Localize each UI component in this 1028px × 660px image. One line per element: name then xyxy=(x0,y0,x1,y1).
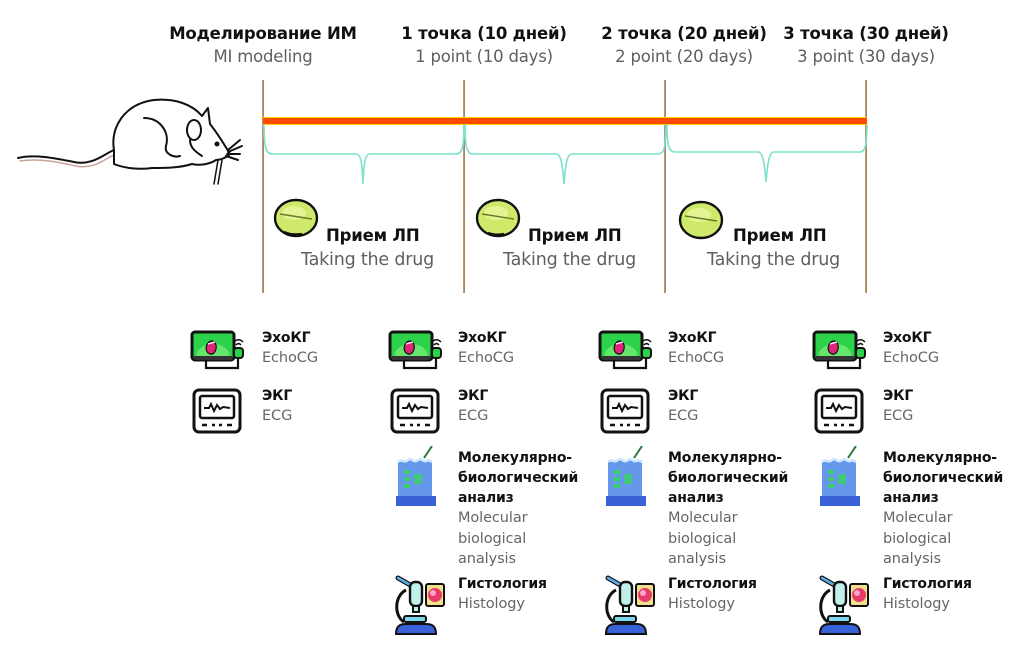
timeline-bar xyxy=(263,118,867,124)
drug-label-ru: Прием ЛП xyxy=(733,226,827,245)
exam-label-en: EchoCG xyxy=(883,350,939,366)
exam-label-ru: Гистология xyxy=(668,576,757,592)
exam-label-ru: ЭхоКГ xyxy=(883,330,932,346)
echocardiograph-icon xyxy=(388,330,448,376)
exam-label-en: Molecular biological analysis xyxy=(458,510,528,567)
exam-label-ru: ЭКГ xyxy=(458,388,489,404)
exam-label-ru: Гистология xyxy=(458,576,547,592)
drug-label-en: Taking the drug xyxy=(503,250,637,270)
echocardiograph-icon xyxy=(190,330,250,376)
ecg-monitor-icon xyxy=(600,388,650,438)
exam-label-en: EchoCG xyxy=(262,350,318,366)
exam-label-en: Molecular biological analysis xyxy=(883,510,953,567)
microscope-icon xyxy=(600,572,656,640)
echocardiograph-icon xyxy=(812,330,872,376)
microscope-icon xyxy=(814,572,870,640)
exam-label-ru: Гистология xyxy=(883,576,972,592)
exam-label-en: Histology xyxy=(883,596,950,612)
gel-analysis-icon xyxy=(604,445,648,514)
header-ru: Моделирование ИМ xyxy=(169,24,357,43)
drug-label-en: Taking the drug xyxy=(301,250,435,270)
header-point-1: 1 точка (10 дней) 1 point (10 days) xyxy=(386,24,582,66)
bracket-interval-1 xyxy=(263,123,465,185)
header-point-2: 2 точка (20 дней) 2 point (20 days) xyxy=(586,24,782,66)
header-mi-modeling: Моделирование ИМ MI modeling xyxy=(140,24,386,66)
header-en: 2 point (20 days) xyxy=(615,47,753,66)
header-en: 3 point (30 days) xyxy=(797,47,935,66)
interval-brackets xyxy=(263,123,868,185)
header-en: MI modeling xyxy=(213,47,313,66)
gel-analysis-icon xyxy=(818,445,862,514)
bracket-interval-2 xyxy=(464,123,667,185)
exam-label-en: ECG xyxy=(458,408,489,424)
pill-icon xyxy=(475,198,521,238)
exam-label-en: Histology xyxy=(458,596,525,612)
exam-label-ru: Молекулярно- биологический анализ xyxy=(883,450,1004,506)
drug-label-ru: Прием ЛП xyxy=(326,226,420,245)
exam-label-ru: ЭКГ xyxy=(883,388,914,404)
exam-label-ru: ЭхоКГ xyxy=(458,330,507,346)
exam-label-ru: Молекулярно- биологический анализ xyxy=(458,450,579,506)
exam-label-ru: ЭКГ xyxy=(262,388,293,404)
header-ru: 3 точка (30 дней) xyxy=(783,24,949,43)
microscope-icon xyxy=(390,572,446,640)
drug-label-en: Taking the drug xyxy=(707,250,841,270)
exam-label-ru: ЭхоКГ xyxy=(668,330,717,346)
header-en: 1 point (10 days) xyxy=(415,47,553,66)
exam-label-en: EchoCG xyxy=(668,350,724,366)
echocardiograph-icon xyxy=(598,330,658,376)
header-point-3: 3 точка (30 дней) 3 point (30 days) xyxy=(766,24,966,66)
ecg-monitor-icon xyxy=(192,388,242,438)
exam-label-ru: ЭхоКГ xyxy=(262,330,311,346)
pill-icon xyxy=(678,200,724,240)
exam-label-ru: ЭКГ xyxy=(668,388,699,404)
header-ru: 1 точка (10 дней) xyxy=(401,24,567,43)
exam-label-en: ECG xyxy=(668,408,699,424)
pill-icon xyxy=(273,198,319,238)
exam-label-en: EchoCG xyxy=(458,350,514,366)
ecg-monitor-icon xyxy=(814,388,864,438)
rat-icon xyxy=(17,98,243,185)
gel-analysis-icon xyxy=(394,445,438,514)
timeline-marker-point-3 xyxy=(865,80,867,293)
timeline-marker-point-1 xyxy=(463,80,465,293)
exam-label-en: ECG xyxy=(883,408,914,424)
ecg-monitor-icon xyxy=(390,388,440,438)
timeline-marker-mi xyxy=(262,80,264,293)
bracket-interval-3 xyxy=(666,123,868,183)
header-ru: 2 точка (20 дней) xyxy=(601,24,767,43)
drug-label-ru: Прием ЛП xyxy=(528,226,622,245)
exam-label-ru: Молекулярно- биологический анализ xyxy=(668,450,789,506)
exam-label-en: Histology xyxy=(668,596,735,612)
exam-label-en: ECG xyxy=(262,408,293,424)
exam-label-en: Molecular biological analysis xyxy=(668,510,738,567)
timeline-marker-point-2 xyxy=(664,80,666,293)
